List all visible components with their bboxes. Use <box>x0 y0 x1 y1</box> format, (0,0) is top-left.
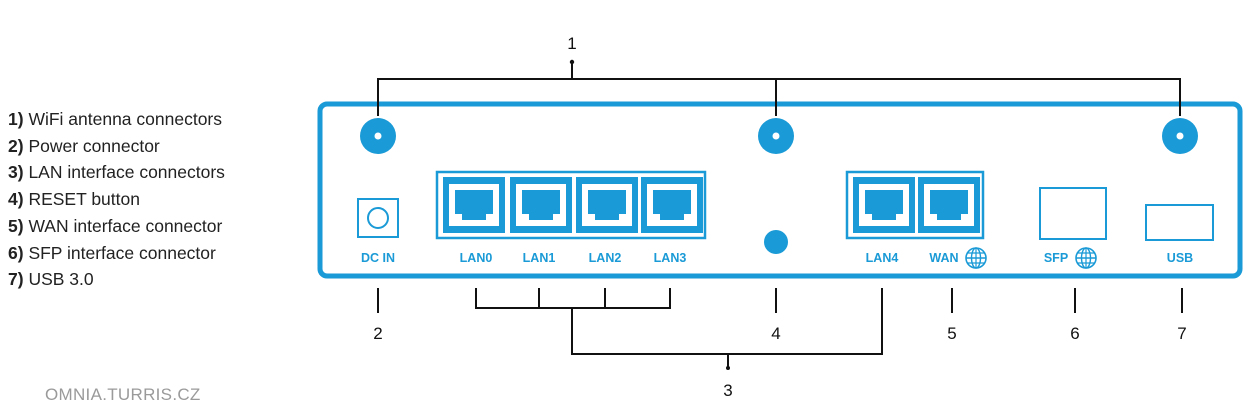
globe-icon <box>965 247 987 269</box>
reset-button <box>764 230 788 254</box>
ethernet-port-icon <box>516 184 566 226</box>
port-label-lan2: LAN2 <box>589 251 622 265</box>
port-label-lan3: LAN3 <box>654 251 687 265</box>
legend-item-power: 2) Power connector <box>8 135 160 156</box>
callout-2: 2 <box>373 324 382 343</box>
sfp-slot <box>1039 187 1107 240</box>
legend-item-sfp: 6) SFP interface connector <box>8 242 216 263</box>
ethernet-port-icon <box>924 184 974 226</box>
port-label-lan1: LAN1 <box>523 251 556 265</box>
port-label-lan4: LAN4 <box>866 251 899 265</box>
lan-port-block <box>435 170 707 240</box>
ethernet-port-icon <box>647 184 697 226</box>
router-chassis <box>317 101 1243 279</box>
leader-lines-antennas <box>377 59 1181 116</box>
watermark: OMNIA.TURRIS.CZ <box>45 385 201 404</box>
callout-3: 3 <box>723 381 732 400</box>
callout-6: 6 <box>1070 324 1079 343</box>
legend-item-reset: 4) RESET button <box>8 189 140 210</box>
ethernet-port-icon <box>859 184 909 226</box>
legend: 1) WiFi antenna connectors 2) Power conn… <box>8 106 298 293</box>
ethernet-port-icon <box>582 184 632 226</box>
legend-item-usb: 7) USB 3.0 <box>8 269 94 290</box>
leader-lines-bottom <box>377 288 1183 370</box>
usb-port <box>1145 204 1214 241</box>
lan4-wan-port-block <box>845 170 985 240</box>
port-label-dcin: DC IN <box>361 251 395 265</box>
antenna-connector-icon <box>360 118 396 154</box>
dc-in-connector <box>357 198 399 238</box>
port-label-usb: USB <box>1167 251 1193 265</box>
port-label-lan0: LAN0 <box>460 251 493 265</box>
callout-1: 1 <box>567 34 576 53</box>
callout-4: 4 <box>771 324 780 343</box>
legend-item-wifi: 1) WiFi antenna connectors <box>8 109 223 129</box>
ethernet-port-icon <box>449 184 499 226</box>
antenna-connector-icon <box>758 118 794 154</box>
globe-icon <box>1075 247 1097 269</box>
legend-item-lan: 3) LAN interface connectors <box>8 162 225 183</box>
callout-5: 5 <box>947 324 956 343</box>
callout-7: 7 <box>1177 324 1186 343</box>
port-label-sfp: SFP <box>1044 251 1068 265</box>
antenna-connector-icon <box>1162 118 1198 154</box>
port-label-wan: WAN <box>929 251 958 265</box>
legend-item-wan: 5) WAN interface connector <box>8 215 223 236</box>
